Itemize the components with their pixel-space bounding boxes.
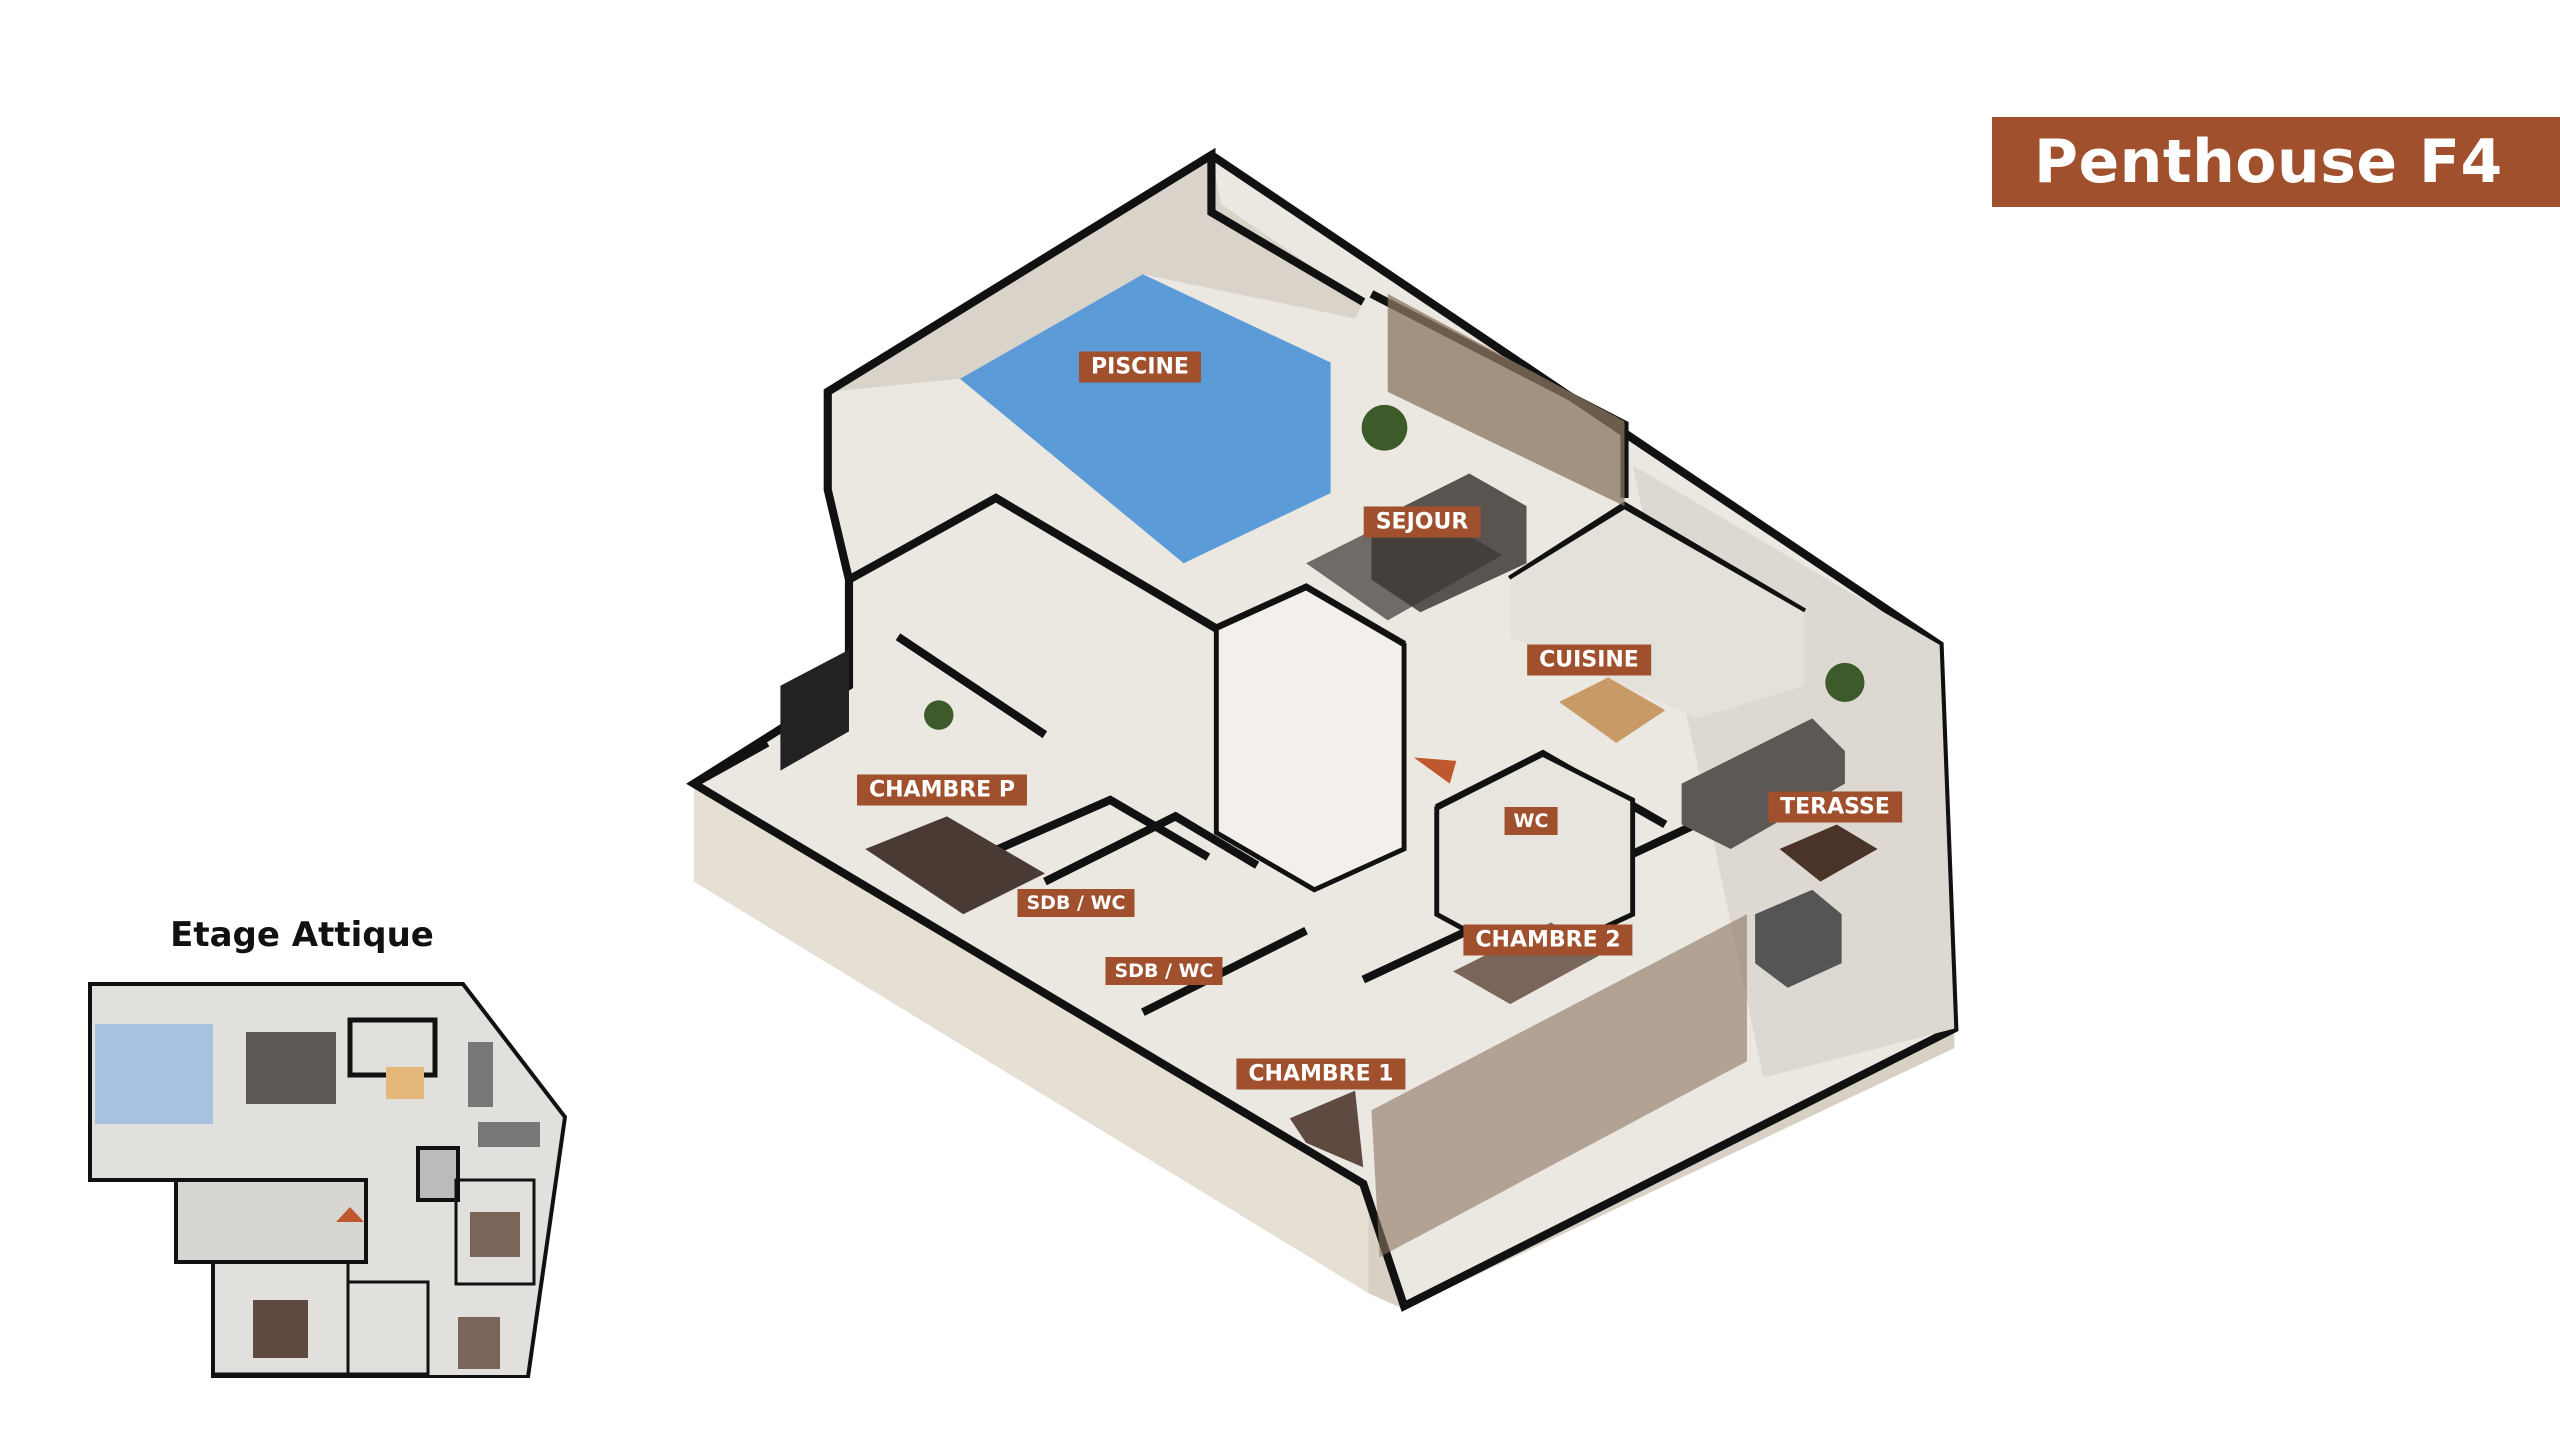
bed-chambre-p xyxy=(865,816,1045,915)
room-label-wc[interactable]: WC xyxy=(1504,807,1558,835)
room-label-cuisine[interactable]: CUISINE xyxy=(1527,644,1651,676)
minimap-bed-p xyxy=(253,1300,308,1358)
terrace-armchair xyxy=(1755,889,1842,988)
room-label-sdb-wc-2[interactable]: SDB / WC xyxy=(1105,957,1223,985)
entry-arrow-icon xyxy=(1413,757,1457,784)
pool-edge xyxy=(827,155,1364,392)
dining-table xyxy=(1559,677,1666,743)
minimap-floor-plan[interactable] xyxy=(88,982,603,1378)
minimap-title: Etage Attique xyxy=(170,915,434,955)
minimap-bed-1 xyxy=(458,1317,500,1369)
plant xyxy=(1825,662,1865,703)
window-chambre-p xyxy=(780,649,849,771)
outer-wall-left xyxy=(693,783,1369,1294)
wc-block xyxy=(1434,751,1636,967)
terrace-sofa xyxy=(1681,718,1845,849)
terrace-table xyxy=(1779,824,1878,882)
minimap-stair-area xyxy=(174,1178,368,1264)
minimap-chambre-2 xyxy=(454,1178,536,1286)
minimap-wc xyxy=(416,1146,460,1202)
minimap-terrace-sofa xyxy=(468,1042,493,1107)
room-label-piscine[interactable]: PISCINE xyxy=(1079,351,1201,383)
pool xyxy=(960,274,1331,564)
room-label-chambre-1[interactable]: CHAMBRE 1 xyxy=(1236,1058,1406,1090)
central-wall-block xyxy=(1213,585,1407,893)
plant xyxy=(924,700,954,730)
minimap-bath xyxy=(346,1280,430,1376)
plant xyxy=(1361,404,1408,451)
bed-chambre-1 xyxy=(1289,1090,1364,1168)
room-label-chambre-2[interactable]: CHAMBRE 2 xyxy=(1463,924,1633,956)
room-label-sejour[interactable]: SEJOUR xyxy=(1363,506,1481,538)
curtains-front xyxy=(1371,914,1747,1258)
room-label-terasse[interactable]: TERASSE xyxy=(1768,791,1902,823)
apartment-title-banner: Penthouse F4 xyxy=(1992,117,2560,207)
minimap-pool xyxy=(95,1024,213,1124)
minimap-table xyxy=(386,1067,424,1099)
minimap-position-marker xyxy=(336,1207,364,1222)
minimap-terrace-sofa-2 xyxy=(478,1122,540,1147)
room-label-sdb-wc-1[interactable]: SDB / WC xyxy=(1017,889,1135,917)
minimap-sofa xyxy=(246,1032,336,1104)
apartment-title: Penthouse F4 xyxy=(2034,127,2503,197)
room-label-chambre-p[interactable]: CHAMBRE P xyxy=(857,774,1027,806)
curtains-sejour xyxy=(1387,293,1625,507)
minimap-bed-2 xyxy=(470,1212,520,1257)
